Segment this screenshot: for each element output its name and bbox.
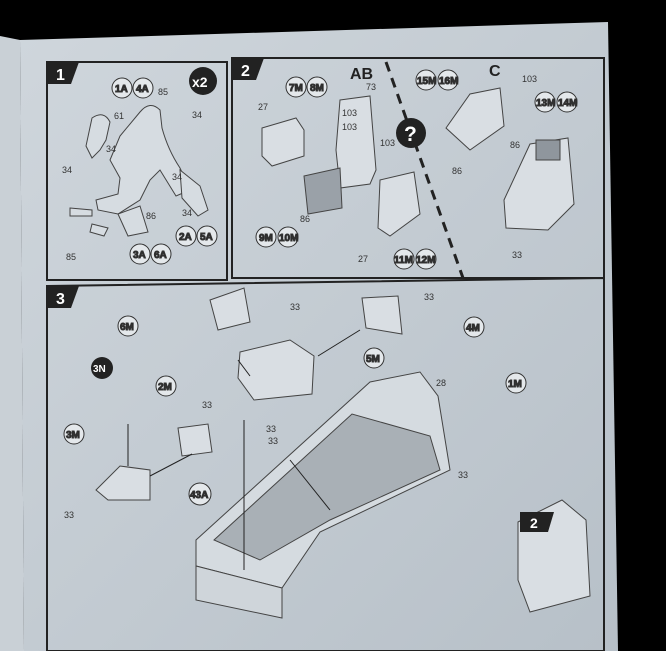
step2-c-callouts: 15M 16M 13M 14M (415, 69, 578, 113)
svg-text:34: 34 (62, 165, 72, 175)
step3-labels: 33 33 33 28 33 33 33 33 (64, 292, 468, 520)
svg-text:3A: 3A (133, 250, 146, 261)
svg-text:85: 85 (158, 87, 168, 97)
svg-text:10M: 10M (279, 233, 298, 244)
svg-text:4M: 4M (466, 323, 480, 334)
svg-text:7M: 7M (289, 83, 303, 94)
svg-text:8M: 8M (310, 83, 324, 94)
step-1-tab: 1 (47, 62, 79, 84)
svg-text:103: 103 (342, 122, 357, 132)
step2-c-labels: 103 86 86 33 (452, 74, 537, 260)
svg-text:34: 34 (106, 144, 116, 154)
svg-text:33: 33 (266, 424, 276, 434)
step2-ab-callouts: 7M 8M 9M 10M 11M 12M (255, 76, 437, 270)
svg-text:73: 73 (366, 82, 376, 92)
svg-text:3M: 3M (66, 430, 80, 441)
black-callout-3n: 3N (91, 357, 113, 379)
left-page-edge (0, 36, 24, 651)
seat-ab-parts (261, 95, 421, 237)
svg-text:14M: 14M (558, 98, 577, 109)
svg-text:11M: 11M (394, 255, 413, 266)
panel-frames (46, 57, 605, 651)
svg-text:1A: 1A (115, 84, 128, 95)
svg-text:6M: 6M (120, 322, 134, 333)
svg-text:1: 1 (56, 67, 65, 84)
svg-text:27: 27 (258, 102, 268, 112)
svg-text:1M: 1M (508, 379, 522, 390)
step1-labels: 85 61 34 34 34 34 34 86 85 (62, 87, 202, 262)
svg-text:28: 28 (436, 378, 446, 388)
seat-back-part (209, 287, 315, 401)
svg-text:33: 33 (268, 436, 278, 446)
svg-text:12M: 12M (416, 255, 435, 266)
step1-part-callouts: 1A 4A 2A 5A 3A 6A (111, 77, 218, 265)
seat-c-parts (445, 87, 575, 231)
svg-text:86: 86 (510, 140, 520, 150)
svg-text:2A: 2A (179, 232, 192, 243)
variant-divider (384, 61, 465, 279)
pilot-figure (69, 105, 209, 237)
svg-text:103: 103 (522, 74, 537, 84)
svg-text:34: 34 (192, 110, 202, 120)
quantity-badge: x2 (189, 67, 217, 95)
svg-text:16M: 16M (439, 76, 458, 87)
svg-text:103: 103 (342, 108, 357, 118)
svg-text:86: 86 (300, 214, 310, 224)
step-2-tab: 2 (232, 58, 264, 80)
assembly-arrows (127, 329, 361, 570)
variant-heading-c: C (489, 63, 501, 80)
svg-text:3: 3 (56, 291, 65, 308)
cockpit-tub (195, 371, 451, 619)
svg-text:34: 34 (172, 172, 182, 182)
svg-text:34: 34 (182, 208, 192, 218)
svg-text:2: 2 (530, 515, 538, 531)
svg-text:2: 2 (241, 63, 250, 80)
svg-text:13M: 13M (536, 98, 555, 109)
svg-text:4A: 4A (136, 84, 149, 95)
step-ref-marker: 2 (520, 512, 554, 532)
svg-text:85: 85 (66, 252, 76, 262)
svg-text:9M: 9M (259, 233, 273, 244)
svg-text:103: 103 (380, 138, 395, 148)
svg-text:5A: 5A (200, 232, 213, 243)
svg-text:5M: 5M (366, 354, 380, 365)
svg-text:2M: 2M (158, 382, 172, 393)
svg-text:86: 86 (452, 166, 462, 176)
svg-text:27: 27 (358, 254, 368, 264)
svg-text:3N: 3N (93, 364, 106, 375)
svg-text:33: 33 (424, 292, 434, 302)
svg-text:15M: 15M (417, 76, 436, 87)
step2-ab-labels: 73 27 103 103 86 27 103 (258, 82, 395, 264)
svg-text:86: 86 (146, 211, 156, 221)
svg-text:33: 33 (458, 470, 468, 480)
step-3-tab: 3 (47, 286, 79, 308)
svg-text:33: 33 (290, 302, 300, 312)
svg-text:33: 33 (512, 250, 522, 260)
svg-text:x2: x2 (192, 74, 208, 90)
svg-text:6A: 6A (154, 250, 167, 261)
variant-heading-ab: AB (350, 66, 373, 83)
svg-text:33: 33 (202, 400, 212, 410)
svg-text:43A: 43A (190, 490, 208, 501)
svg-text:33: 33 (64, 510, 74, 520)
step3-callouts: 6M 4M 5M 2M 3M 43A 1M (63, 315, 527, 506)
question-mark-icon: ? (396, 118, 426, 148)
svg-text:?: ? (404, 123, 417, 146)
svg-text:61: 61 (114, 111, 124, 121)
